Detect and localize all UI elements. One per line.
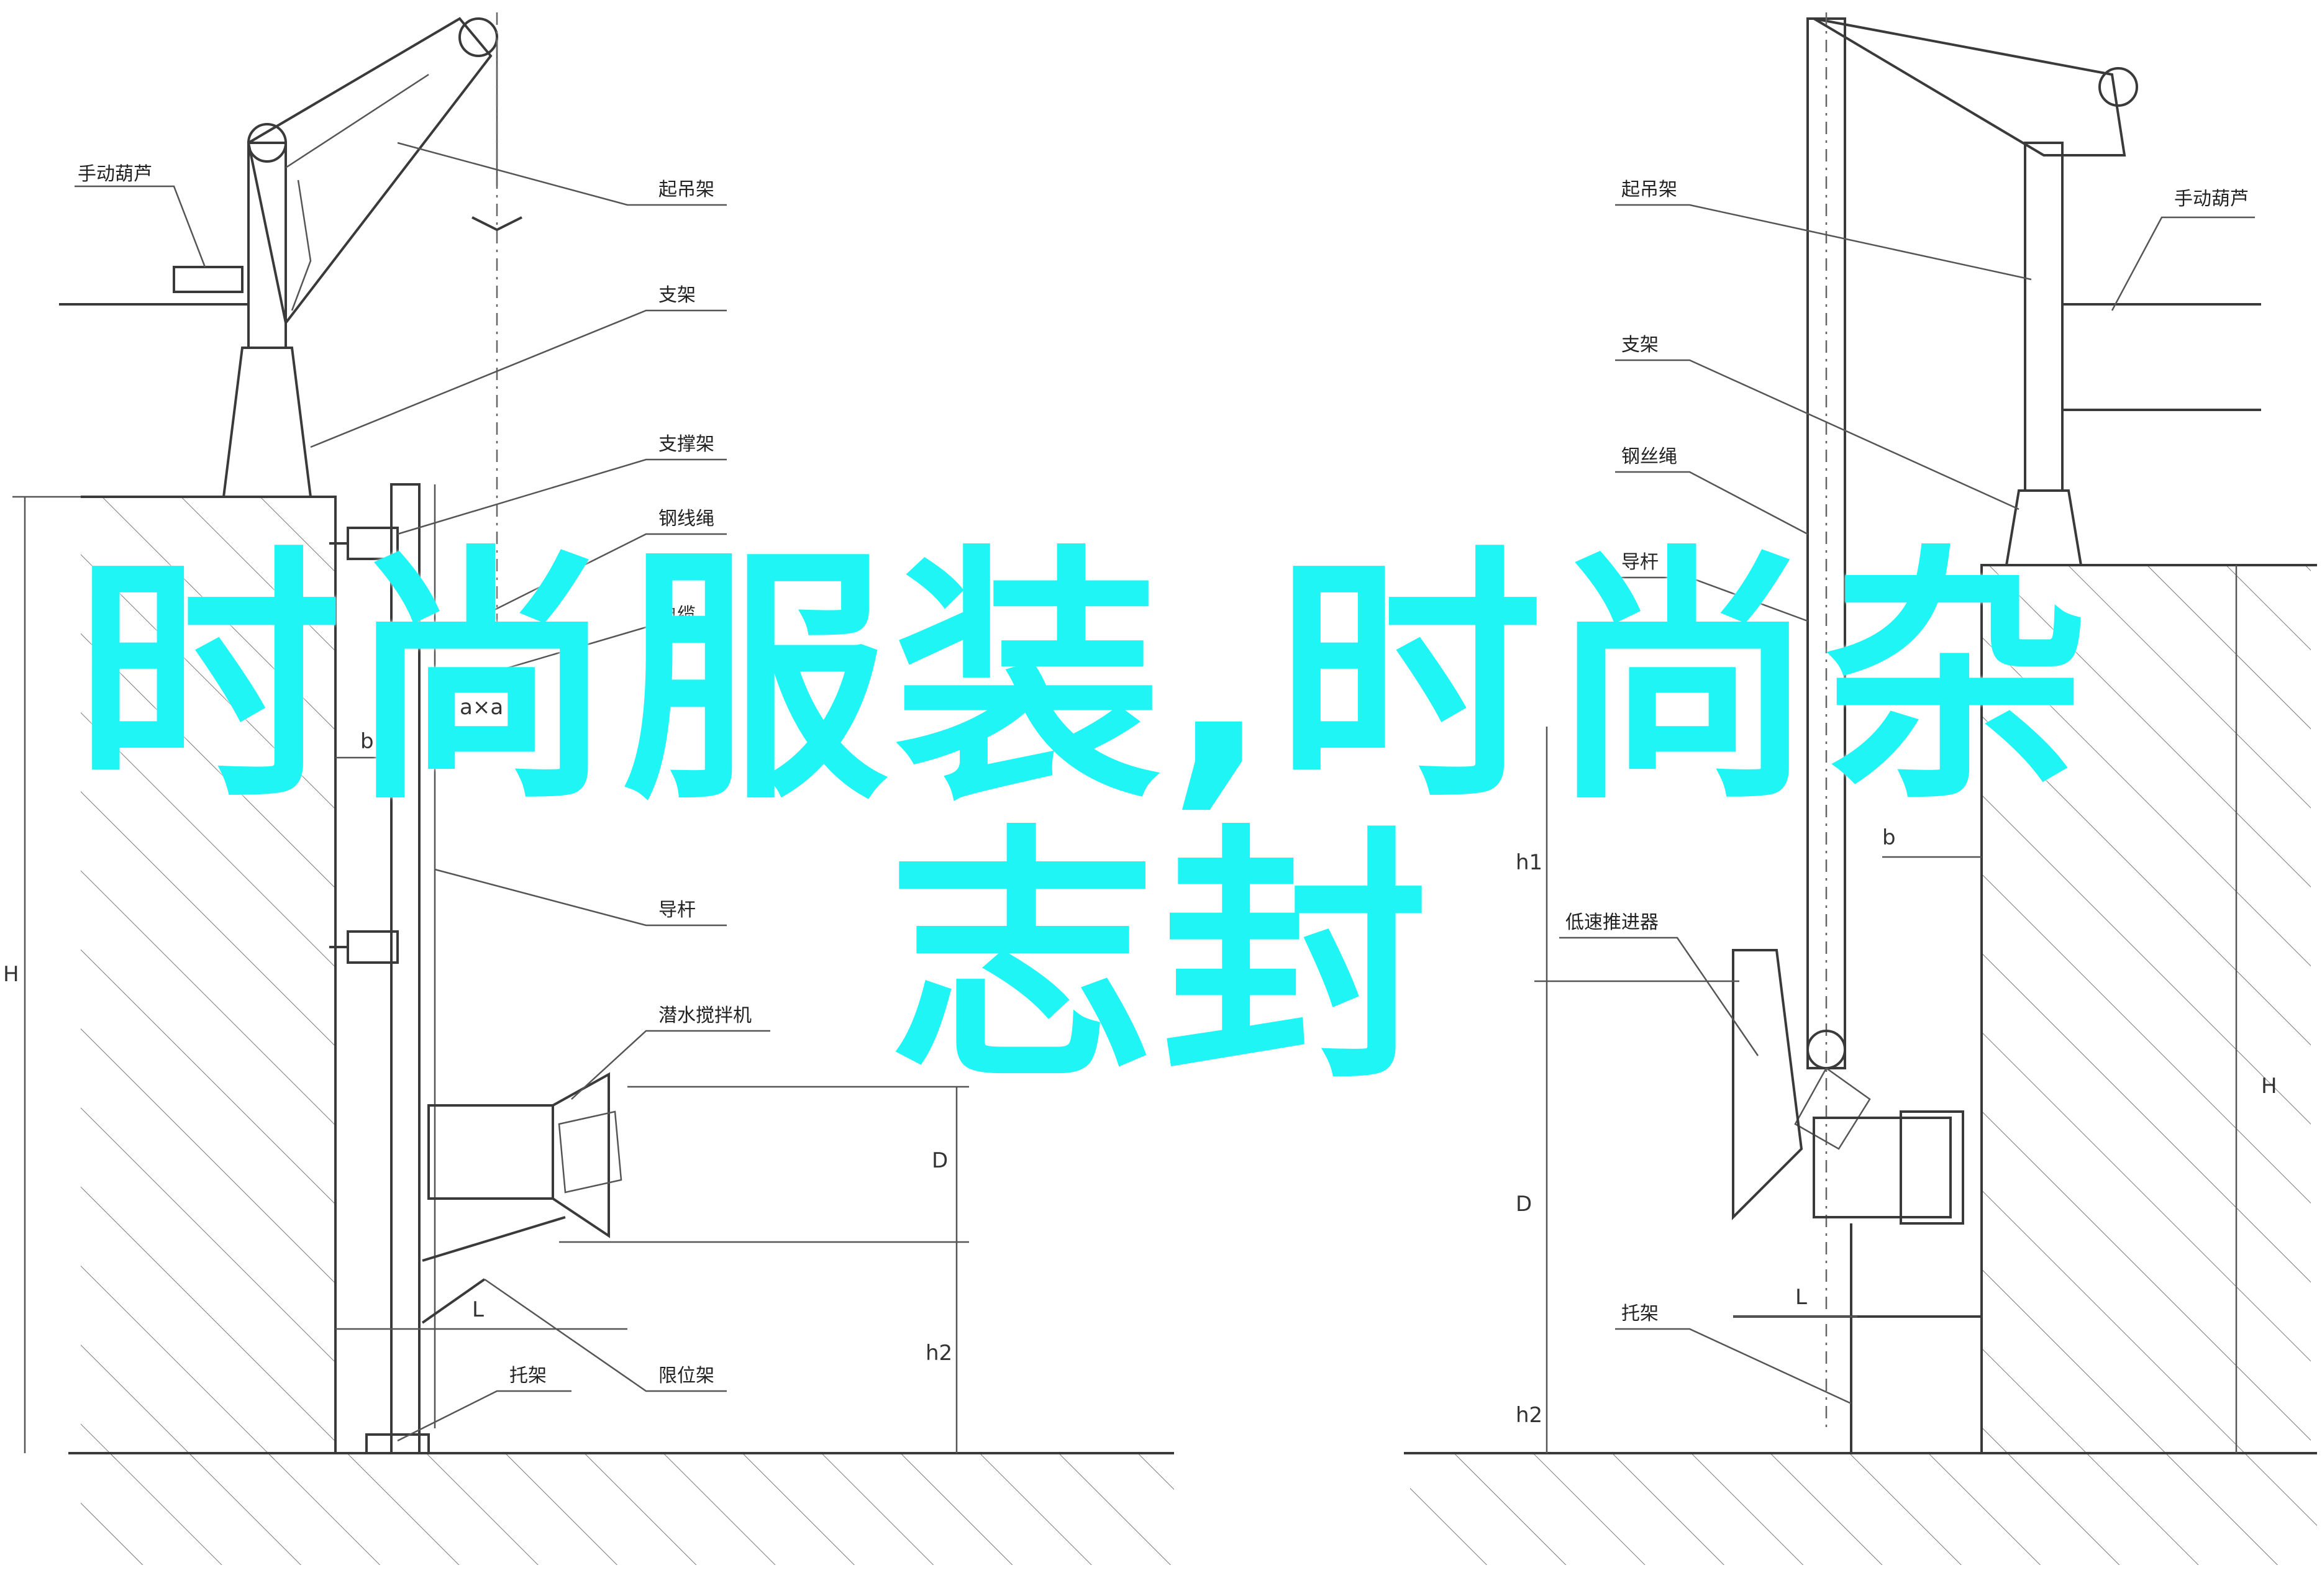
dim-h2-left: h2 (926, 1341, 952, 1366)
label-left-cable: 电缆 (658, 604, 696, 626)
label-left-limit-frame: 限位架 (658, 1365, 714, 1387)
dim-D-right: D (1516, 1192, 1532, 1217)
dim-h1-right: h1 (1516, 850, 1542, 875)
dim-b-right: b (1882, 825, 1896, 850)
dim-H-right: H (2261, 1074, 2277, 1099)
dim-H-left: H (3, 962, 19, 987)
dim-h2-right: h2 (1516, 1403, 1542, 1428)
label-left-mixer: 潜水搅拌机 (658, 1005, 752, 1027)
label-left-hoist: 手动葫芦 (78, 163, 152, 185)
label-left-bracket: 托架 (509, 1365, 547, 1387)
label-right-pusher: 低速推进器 (1565, 912, 1659, 933)
label-left-crane: 起吊架 (658, 179, 714, 201)
left-drawing: H (3, 12, 1174, 1565)
right-drawing: H h1 D h2 L b 起吊架 手动葫芦 (1404, 12, 2317, 1565)
label-right-hoist: 手动葫芦 (2174, 188, 2249, 210)
label-left-support: 支撑架 (658, 433, 714, 455)
dim-a-left: a×a (460, 695, 503, 720)
dim-D-left: D (932, 1148, 948, 1173)
label-right-guide-rod: 导杆 (1621, 551, 1659, 573)
dim-b-left: b (360, 729, 374, 754)
left-wall-hatch (81, 497, 335, 1459)
label-right-wire: 钢丝绳 (1621, 446, 1677, 468)
dim-L-right: L (1795, 1285, 1807, 1310)
label-left-wire: 钢线绳 (658, 508, 714, 530)
left-floor-hatch (81, 1453, 1174, 1565)
label-right-bracket: 托架 (1621, 1303, 1659, 1325)
dim-L-left: L (472, 1297, 484, 1322)
label-right-frame: 支架 (1621, 334, 1659, 356)
label-right-crane: 起吊架 (1621, 179, 1677, 201)
overlay-title-line2: 志封 (888, 804, 1435, 1115)
label-left-frame: 支架 (658, 284, 696, 306)
label-left-guide-rod: 导杆 (658, 899, 696, 921)
right-floor-hatch (1410, 1453, 2317, 1565)
right-wall-hatch (1982, 565, 2311, 1453)
overlay-title-line1: 时尚服装,时尚杂 (75, 525, 2096, 835)
